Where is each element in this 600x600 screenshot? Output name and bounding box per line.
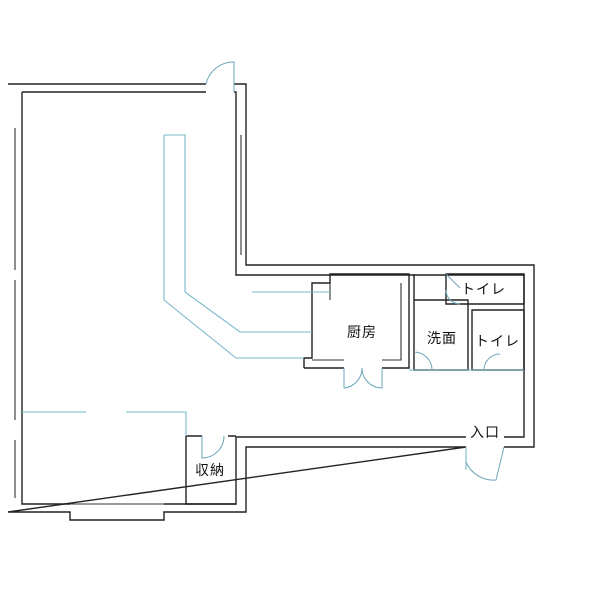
fixture-lines [22,134,524,436]
toilet-upper-room: トイレ [445,273,525,305]
outer-wall-outer-line [7,83,535,521]
toilet-upper-walls [445,273,525,305]
entrance-area: 入口 [465,425,505,481]
entrance-label: 入口 [470,425,500,441]
toilet-lower-room: トイレ [471,309,525,371]
toilet-lower-door [483,353,501,371]
outer-walls [7,83,535,521]
counter-outline [163,134,312,359]
kitchen-label: 厨房 [347,325,377,341]
storage-walls [185,435,236,505]
storage-room: 収納 [185,435,236,505]
outer-wall-inner-line [21,91,525,505]
room-divider-left [22,411,187,436]
storage-door [201,435,225,459]
top-door-swing [205,61,235,92]
toilet-upper-door [445,273,461,305]
kitchen-inner-wall [312,283,402,361]
washroom-label: 洗面 [427,331,457,347]
toilet-lower-label: トイレ [475,334,520,350]
top-door [205,61,235,92]
washroom-room: 洗面 [413,274,469,371]
storage-label: 収納 [195,463,225,479]
kitchen-door [343,367,383,389]
washroom-walls [413,274,469,371]
entrance-door [465,446,505,481]
kitchen-walls [303,273,410,369]
toilet-upper-label: トイレ [461,282,506,298]
kitchen-room: 厨房 [303,273,410,389]
washroom-door [413,351,433,371]
